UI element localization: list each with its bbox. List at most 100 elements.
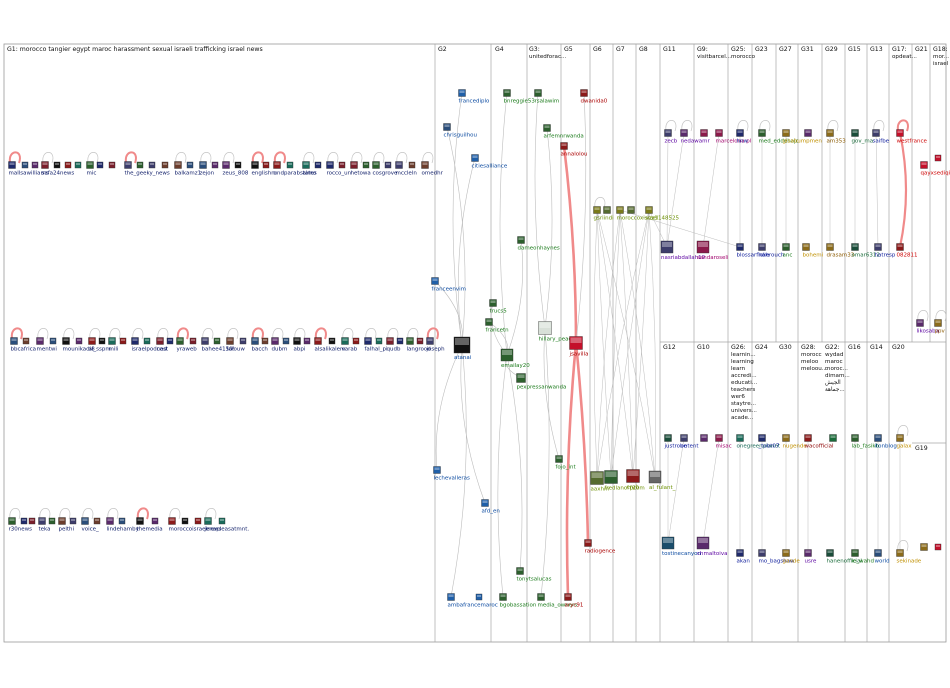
- node-bacch[interactable]: bacch: [251, 337, 269, 353]
- node[interactable]: [148, 161, 156, 169]
- node-avatar[interactable]: [41, 161, 49, 169]
- node-media-owners[interactable]: media_owners: [537, 593, 578, 609]
- node-bobb07[interactable]: _tobt07: [758, 434, 780, 450]
- node-avatar[interactable]: [136, 161, 144, 169]
- node-saifbe[interactable]: saifbe: [872, 129, 890, 145]
- node-avatar[interactable]: [826, 129, 834, 137]
- node-avatar[interactable]: [804, 434, 812, 442]
- node-avatar[interactable]: [341, 337, 349, 345]
- node-avatar[interactable]: [872, 129, 880, 137]
- node-akan[interactable]: akan: [736, 549, 751, 565]
- node[interactable]: [408, 161, 416, 169]
- node-citizealliance[interactable]: citiesalliance: [471, 154, 508, 170]
- node-avatar[interactable]: [458, 89, 466, 97]
- node-avatar[interactable]: [874, 243, 882, 251]
- node-justrobe[interactable]: justrobe: [664, 434, 688, 450]
- node-avatar[interactable]: [194, 517, 202, 525]
- node-avatar[interactable]: [934, 319, 942, 327]
- node-avatar[interactable]: [189, 337, 197, 345]
- node-avatar[interactable]: [700, 434, 708, 442]
- node-aryc91[interactable]: aryc91: [564, 593, 584, 609]
- node-avatar[interactable]: [715, 434, 723, 442]
- node-avatar[interactable]: [199, 161, 207, 169]
- node[interactable]: [48, 517, 56, 525]
- node[interactable]: [166, 337, 174, 345]
- node-omedhr[interactable]: omedhr: [421, 161, 444, 177]
- node-avatar[interactable]: [384, 161, 392, 169]
- node-avatar[interactable]: [48, 517, 56, 525]
- node-avatar[interactable]: [604, 470, 618, 484]
- node-undpmorocco[interactable]: undparabstates: [273, 161, 317, 177]
- node-voice[interactable]: voice_: [81, 517, 100, 533]
- node-avatar[interactable]: [560, 142, 568, 150]
- node-aimo[interactable]: aimo: [302, 161, 317, 177]
- node[interactable]: [75, 337, 83, 345]
- node-avatar[interactable]: [326, 161, 334, 169]
- node-avatar[interactable]: [826, 549, 834, 557]
- node-avatar[interactable]: [108, 161, 116, 169]
- node-alsalikalem[interactable]: alsalikalem: [314, 337, 346, 353]
- node-avatar[interactable]: [222, 161, 230, 169]
- node-westfrance[interactable]: westfrance: [896, 129, 928, 145]
- node-themedia[interactable]: themedia: [136, 517, 163, 533]
- node-avatar[interactable]: [648, 470, 662, 484]
- node[interactable]: [118, 517, 126, 525]
- node[interactable]: [49, 337, 57, 345]
- node-avatar[interactable]: [396, 337, 404, 345]
- node[interactable]: [416, 337, 424, 345]
- node-avatar[interactable]: [148, 161, 156, 169]
- node[interactable]: [934, 543, 942, 551]
- node-avatar[interactable]: [660, 240, 674, 254]
- node-avatar[interactable]: [453, 336, 471, 354]
- node-avatar[interactable]: [736, 243, 744, 251]
- node-avatar[interactable]: [481, 499, 489, 507]
- node[interactable]: [362, 161, 370, 169]
- node-nedawamr[interactable]: nedawamr: [680, 129, 711, 145]
- node-avatar[interactable]: [251, 337, 259, 345]
- node-avatar[interactable]: [471, 154, 479, 162]
- node-avatar[interactable]: [314, 337, 322, 345]
- node-avatar[interactable]: [124, 161, 132, 169]
- node-atanai[interactable]: atanai: [453, 336, 472, 361]
- node-avatar[interactable]: [851, 549, 859, 557]
- node[interactable]: [20, 517, 28, 525]
- node-avatar[interactable]: [661, 536, 675, 550]
- node-gande[interactable]: gande: [782, 549, 801, 565]
- node-avatar[interactable]: [416, 337, 424, 345]
- node-avatar[interactable]: [143, 337, 151, 345]
- node-teka[interactable]: teka: [38, 517, 51, 533]
- node-nasriabdallah[interactable]: nasriabdallah19: [660, 240, 706, 261]
- node-avatar[interactable]: [782, 129, 790, 137]
- node-hatresp[interactable]: hatresp: [874, 243, 896, 259]
- node-avatar[interactable]: [75, 337, 83, 345]
- node-avatar[interactable]: [10, 337, 18, 345]
- node-avatar[interactable]: [896, 243, 904, 251]
- node-avatar[interactable]: [151, 517, 159, 525]
- node-mic[interactable]: mic: [86, 161, 97, 177]
- node-avatar[interactable]: [851, 434, 859, 442]
- node-avatar[interactable]: [696, 240, 710, 254]
- node[interactable]: [136, 161, 144, 169]
- node-tonytsalucas[interactable]: tonytsalucas: [516, 567, 552, 583]
- node-avatar[interactable]: [664, 434, 672, 442]
- node-avatar[interactable]: [58, 517, 66, 525]
- node[interactable]: [314, 161, 322, 169]
- node[interactable]: [211, 161, 219, 169]
- node-avatar[interactable]: [303, 337, 311, 345]
- node-avatar[interactable]: [543, 124, 551, 132]
- node-avatar[interactable]: [593, 206, 601, 214]
- node-avatar[interactable]: [408, 161, 416, 169]
- node-avatar[interactable]: [364, 337, 372, 345]
- node-zejon[interactable]: zejon: [199, 161, 215, 177]
- node-jsavilla[interactable]: jsavilla: [569, 336, 589, 358]
- node[interactable]: [934, 154, 942, 162]
- node-avatar[interactable]: [213, 337, 221, 345]
- node-mo-bagshaw[interactable]: mo_bagshaw: [758, 549, 796, 565]
- node-qayxsediqi[interactable]: qayxsediqi_ist: [920, 161, 950, 177]
- node-avatar[interactable]: [896, 129, 904, 137]
- node-arfemnrwanda[interactable]: arfemnrwanda: [543, 124, 584, 140]
- node-avatar[interactable]: [503, 89, 511, 97]
- node-avatar[interactable]: [74, 161, 82, 169]
- node-avatar[interactable]: [106, 517, 114, 525]
- node-qudb[interactable]: qudb: [386, 337, 401, 353]
